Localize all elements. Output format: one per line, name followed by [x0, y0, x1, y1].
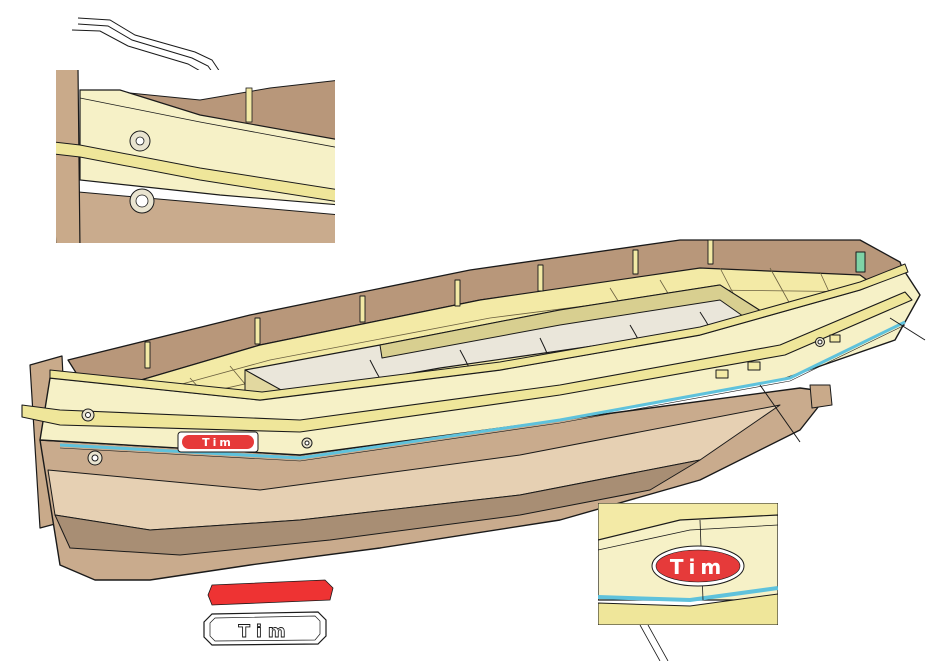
bow-plate [810, 385, 832, 408]
nameplate-detail-text: Tim [670, 555, 726, 579]
hull-nameplate: Tim [178, 432, 258, 452]
loose-parts: Tim [204, 580, 333, 645]
nameplate-detail-hull [598, 625, 778, 661]
stern-detail [36, 18, 340, 250]
blank-nameplate-text: Tim [238, 622, 291, 642]
stern-detail-stanchion [246, 88, 252, 122]
main-hull [22, 240, 920, 580]
stern-detail-post [48, 68, 80, 250]
hull-nameplate-text: Tim [202, 436, 234, 449]
nameplate-detail: Tim [598, 503, 778, 661]
bow-post [856, 252, 865, 272]
red-nameplate-strip [208, 580, 333, 605]
